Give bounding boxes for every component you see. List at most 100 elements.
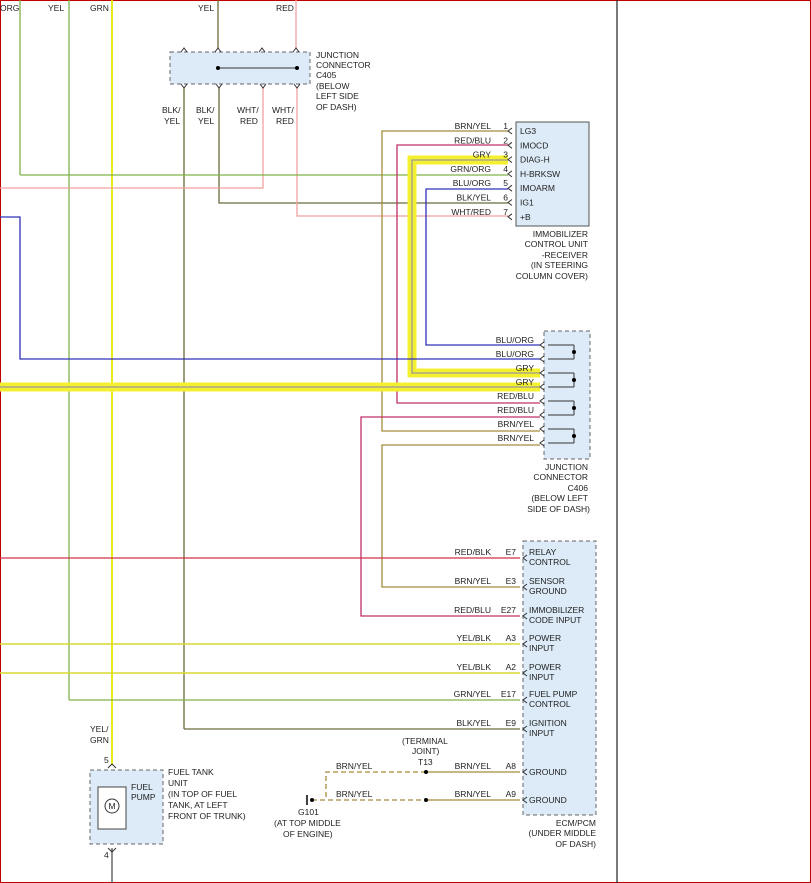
ecm-pin-number: E27 (501, 605, 516, 615)
ecm-body (522, 540, 597, 816)
pin-arrow-icon (522, 583, 528, 591)
immobilizer-pin-name: H-BRKSW (520, 169, 560, 179)
c405-pin1-label-a: BLK/ (162, 105, 181, 115)
ecm-wire-label: GRN/YEL (454, 689, 492, 699)
immobilizer-pin-number: 1 (503, 121, 508, 131)
c405-pin1-label-b: YEL (164, 116, 180, 126)
c406-title-3: C406 (568, 483, 589, 493)
immobilizer-title-5: COLUMN COVER) (516, 271, 588, 281)
ecm-pin-name: CONTROL (529, 557, 571, 567)
c406-pin: GRY (516, 363, 574, 377)
pin-arrow-icon (539, 425, 545, 433)
ecm-pin-name: IMMOBILIZER (529, 605, 584, 615)
pin-arrow-icon (522, 640, 528, 648)
junction-connector-c405: JUNCTION CONNECTOR C405 (BELOW LEFT SIDE… (162, 47, 371, 126)
fuel-tank-title-5: FRONT OF TRUNK) (168, 811, 246, 821)
immobilizer-wire-label: BLU/ORG (453, 178, 491, 188)
pin-arrow-icon (539, 369, 545, 377)
pin-arrow-icon (539, 383, 545, 391)
pin-arrow-icon (180, 83, 188, 89)
immobilizer-pin-number: 3 (503, 150, 508, 160)
c405-title-3: C405 (316, 70, 337, 80)
immobilizer-wire-label: BRN/YEL (455, 121, 492, 131)
ground-section: (TERMINAL JOINT) T13 BRN/YEL BRN/YEL G10… (274, 736, 448, 839)
pin-arrow-icon (293, 83, 301, 89)
c406-pin: RED/BLU (497, 391, 574, 405)
pin-arrow-icon (539, 355, 545, 363)
c406-wire-label: BLU/ORG (496, 349, 534, 359)
fuel-pump-label-2: PUMP (131, 792, 156, 802)
c405-pin4-label-a: WHT/ (272, 105, 294, 115)
immobilizer-pin-number: 4 (503, 164, 508, 174)
ground-wire-label-2: BRN/YEL (336, 789, 373, 799)
ecm-pin-name: INPUT (529, 728, 555, 738)
ecm-title-2: (UNDER MIDDLE (528, 828, 596, 838)
ecm-pin-number: A9 (506, 789, 517, 799)
ecm-wire-label: BRN/YEL (455, 761, 492, 771)
immobilizer-wire-label: GRN/ORG (450, 164, 491, 174)
pin-arrow-icon (539, 439, 545, 447)
wire-blu-org-left (0, 216, 540, 360)
ecm-pin-name: CONTROL (529, 699, 571, 709)
pin-arrow-icon (522, 696, 528, 704)
pin-arrow-icon (522, 768, 528, 776)
junction-connector-c406: BLU/ORGBLU/ORGGRYGRYRED/BLURED/BLUBRN/YE… (496, 330, 591, 514)
c406-pin: BLU/ORG (496, 345, 576, 363)
fuel-tank-title-2: UNIT (168, 778, 188, 788)
terminal-joint-dot-1 (424, 770, 428, 774)
fuel-tank-title-3: (IN TOP OF FUEL (168, 789, 237, 799)
ecm-pin-number: A2 (506, 662, 517, 672)
immobilizer-wire-label: WHT/RED (451, 207, 491, 217)
ecm-wire-label: YEL/BLK (457, 662, 492, 672)
pin-arrow-icon (522, 669, 528, 677)
ecm-pin-number: E3 (506, 576, 517, 586)
pin-arrow-icon (507, 199, 513, 206)
wire-brn-yel-c406-ecm (381, 444, 540, 588)
motor-symbol: M (109, 801, 116, 811)
ground-wire-label-1: BRN/YEL (336, 761, 373, 771)
immobilizer-pin-name: DIAG-H (520, 155, 550, 165)
pin-arrow-icon (214, 47, 222, 53)
c405-pin2-label-b: YEL (198, 116, 214, 126)
pin-arrow-icon (180, 47, 188, 53)
immobilizer-pin-number: 5 (503, 178, 508, 188)
c405-title-4: (BELOW (316, 81, 350, 91)
pin-arrow-icon (522, 796, 528, 804)
immobilizer-pin-name: IMOCD (520, 140, 548, 150)
c406-wire-label: RED/BLU (497, 391, 534, 401)
c406-title-2: CONNECTOR (533, 472, 588, 482)
immobilizer-pin-name: LG3 (520, 126, 536, 136)
wire-brn-yel-pin1-c406 (381, 130, 540, 432)
c405-title-5: LEFT SIDE (316, 91, 359, 101)
terminal-joint-label-3: T13 (418, 757, 433, 767)
immobilizer-wire-label: GRY (473, 150, 492, 160)
pin-arrow-icon (522, 554, 528, 562)
c406-bridge-node (572, 406, 576, 410)
c406-wire-label: BLU/ORG (496, 335, 534, 345)
pin-arrow-icon (507, 170, 513, 178)
immobilizer-pin-name: +B (520, 212, 531, 222)
top-label-grn: GRN (90, 3, 109, 13)
top-label-yel-2: YEL (198, 3, 214, 13)
c406-pin: BLU/ORG (496, 335, 574, 349)
wire-ground-dashed-1 (325, 771, 426, 800)
top-label-red: RED (276, 3, 294, 13)
g101-label-2: (AT TOP MIDDLE (274, 818, 341, 828)
immobilizer-pin-4: 4 GRN/ORG H-BRKSW (450, 164, 560, 179)
fuel-tank-title-1: FUEL TANK (168, 767, 214, 777)
wire-gry-pin3-c406 (411, 159, 540, 374)
ecm-wire-label: BRN/YEL (455, 576, 492, 586)
pin-arrow-icon (539, 411, 545, 419)
